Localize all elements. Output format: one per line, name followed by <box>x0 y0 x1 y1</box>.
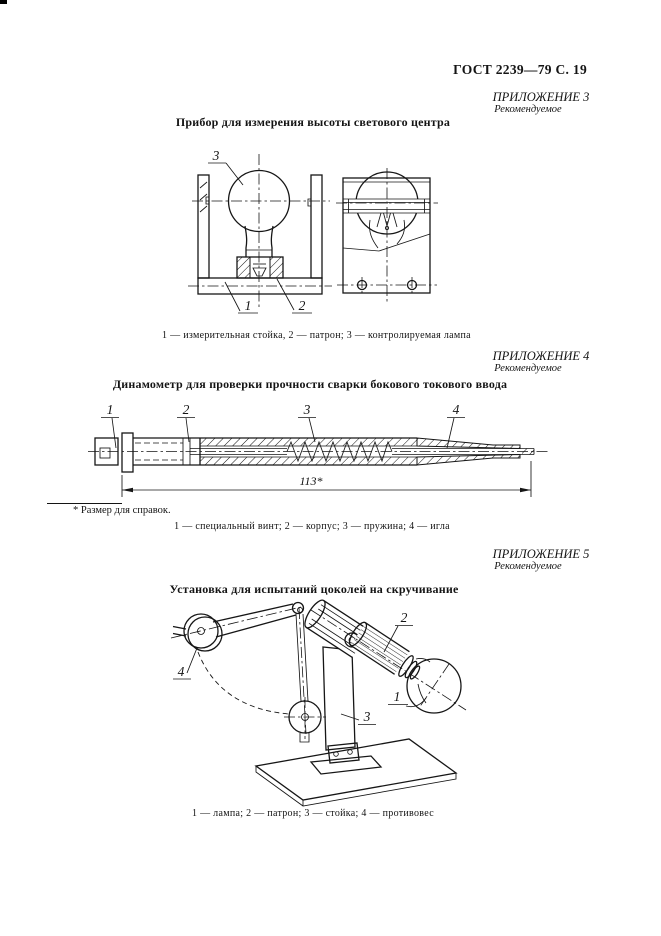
appendix5-sublabel: Рекомендуемое <box>494 561 562 572</box>
svg-text:2: 2 <box>183 402 190 417</box>
appendix5-title: Установка для испытаний цоколей на скруч… <box>169 582 459 596</box>
svg-text:3: 3 <box>363 709 371 724</box>
position-label-1: 1 <box>101 402 119 449</box>
svg-text:4: 4 <box>178 664 185 679</box>
figure-light-center-device: 3 1 2 <box>188 148 438 314</box>
svg-text:113*: 113* <box>299 474 322 488</box>
footnote-rule <box>47 503 122 504</box>
appendix3-label: ПРИЛОЖЕНИЕ 3 <box>492 90 590 104</box>
position-label-2: 2 <box>383 610 413 653</box>
appendix4-label: ПРИЛОЖЕНИЕ 4 <box>492 349 590 363</box>
footnote: * Размер для справок. <box>73 505 171 516</box>
pendulum-rod <box>284 607 326 743</box>
svg-text:3: 3 <box>212 148 220 163</box>
svg-text:2: 2 <box>299 298 306 313</box>
swing-arc <box>197 651 290 715</box>
column <box>322 646 356 751</box>
needle <box>392 437 535 466</box>
side-view <box>336 168 438 302</box>
appendix3-caption: 1 — измерительная стойка, 2 — патрон; 3 … <box>162 330 471 341</box>
dynamometer-body <box>133 437 417 466</box>
page-header: ГОСТ 2239—79 С. 19 <box>453 62 587 77</box>
figure-torsion-test-rig: 4 2 1 3 <box>170 599 467 807</box>
appendix3-title: Прибор для измерения высоты светового це… <box>175 115 451 129</box>
dimension-113: 113* <box>121 461 532 497</box>
balance-arm <box>170 601 305 639</box>
position-label-1: 1 <box>224 281 258 314</box>
special-screw <box>94 432 134 473</box>
appendix4-sublabel: Рекомендуемое <box>494 363 562 374</box>
appendix5-caption: 1 — лампа; 2 — патрон; 3 — стойка; 4 — п… <box>191 808 434 819</box>
position-label-2: 2 <box>177 402 195 443</box>
figure-dynamometer: 113* 1 2 3 4 <box>88 402 548 497</box>
position-label-1: 1 <box>388 689 427 708</box>
position-label-3: 3 <box>208 148 244 186</box>
position-label-2: 2 <box>276 278 312 314</box>
svg-text:4: 4 <box>453 402 460 417</box>
column-foot <box>309 742 383 775</box>
front-view: 3 1 2 <box>188 148 332 314</box>
lamp-bulb <box>227 169 291 233</box>
appendix5-label: ПРИЛОЖЕНИЕ 5 <box>492 547 590 561</box>
counterweight <box>172 613 223 652</box>
position-label-4: 4 <box>446 402 465 449</box>
svg-text:1: 1 <box>245 298 252 313</box>
base-plate <box>254 738 458 807</box>
socket-assembly <box>304 599 421 680</box>
position-label-3: 3 <box>340 709 376 725</box>
svg-text:1: 1 <box>107 402 114 417</box>
appendix4-caption: 1 — специальный винт; 2 — корпус; 3 — пр… <box>174 521 450 532</box>
spring <box>286 440 393 463</box>
lamp-socket <box>236 256 284 279</box>
print-edge-mark <box>0 0 7 4</box>
appendix4-title: Динамометр для проверки прочности сварки… <box>112 377 508 391</box>
position-label-4: 4 <box>173 647 198 680</box>
stand-right-rail <box>310 174 323 279</box>
svg-text:2: 2 <box>401 610 408 625</box>
stand-left-rail <box>197 174 210 279</box>
appendix3-sublabel: Рекомендуемое <box>494 104 562 115</box>
svg-text:1: 1 <box>394 689 401 704</box>
svg-text:3: 3 <box>303 402 311 417</box>
position-label-3: 3 <box>298 402 316 443</box>
